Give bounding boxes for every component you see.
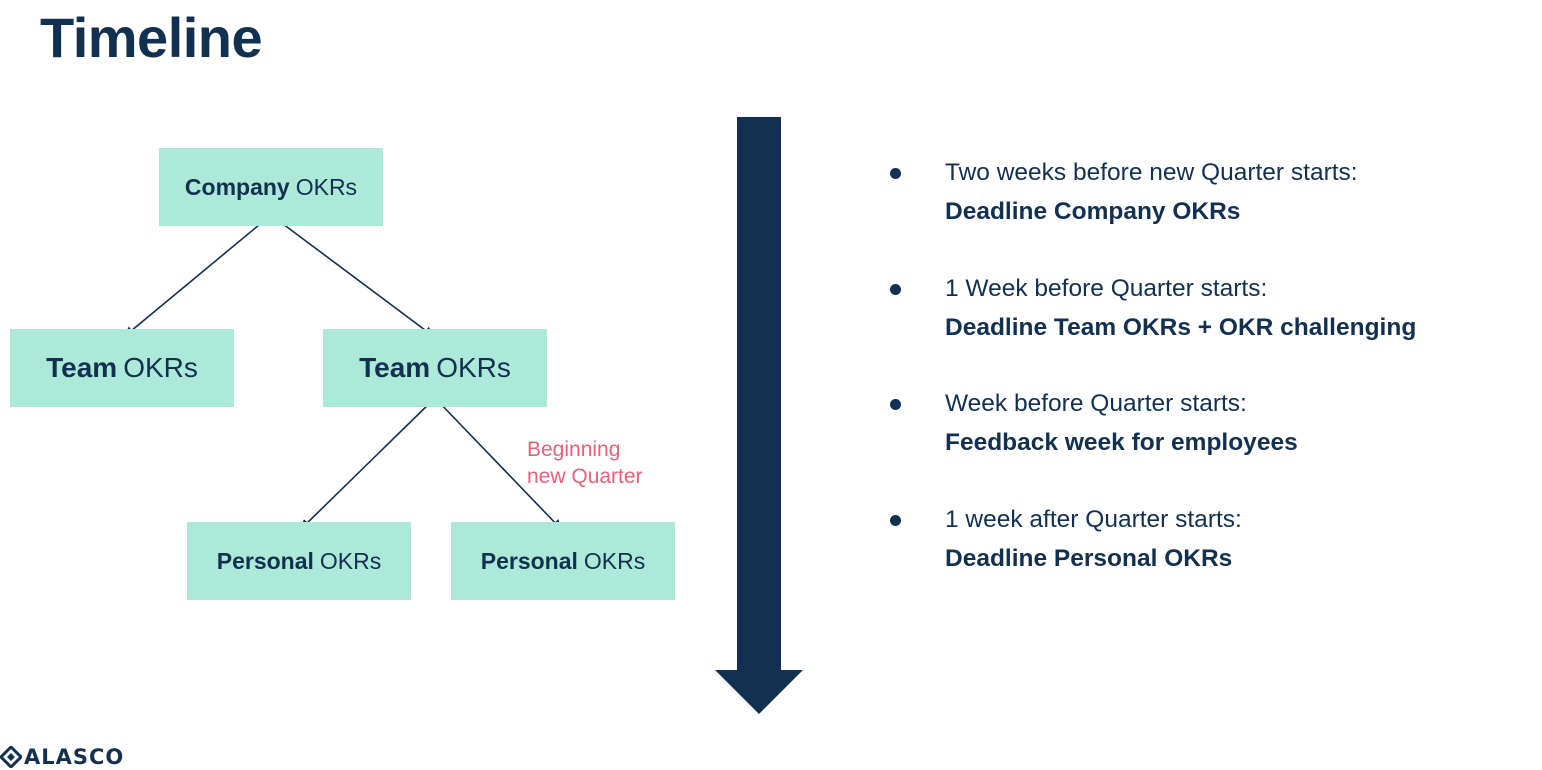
- bullet-icon: [890, 283, 901, 295]
- bullet-icon: [890, 399, 901, 410]
- node-personal-2-rest: OKRs: [583, 547, 646, 574]
- timeline-item: 1 week after Quarter starts: Deadline Pe…: [885, 500, 1525, 616]
- bullet-icon: [890, 168, 901, 179]
- node-company-rest: OKRs: [295, 173, 358, 200]
- beginning-new-quarter-label: Beginning new Quarter: [527, 436, 643, 490]
- timeline-what: Deadline Personal OKRs: [945, 544, 1233, 572]
- bullet-icon: [890, 514, 901, 526]
- timeline-when: 1 Week before Quarter starts:: [945, 274, 1268, 302]
- edge-company-team-2: [270, 214, 434, 337]
- node-personal-1-bold: Personal: [216, 547, 314, 574]
- timeline-what: Feedback week for employees: [945, 429, 1298, 456]
- edge-team-2-personal-1: [300, 397, 436, 530]
- alasco-logo-icon: [0, 746, 22, 768]
- alasco-logo: ALASCO: [0, 744, 124, 770]
- down-arrow-icon: [715, 117, 803, 714]
- node-team-1-bold: Team: [46, 352, 118, 383]
- node-personal-2-bold: Personal: [480, 547, 578, 574]
- node-team-2-rest: OKRs: [436, 352, 511, 383]
- timeline-item: Two weeks before new Quarter starts: Dea…: [885, 153, 1525, 269]
- timeline-when: Two weeks before new Quarter starts:: [945, 159, 1358, 186]
- quarter-label-line2: new Quarter: [527, 465, 643, 488]
- timeline-what: Deadline Company OKRs: [945, 198, 1241, 225]
- node-personal-1-rest: OKRs: [319, 547, 382, 574]
- node-company-bold: Company: [184, 173, 290, 200]
- node-team-2-bold: Team: [359, 352, 431, 383]
- logo-text: ALASCO: [24, 745, 125, 769]
- timeline-when: Week before Quarter starts:: [945, 390, 1247, 417]
- node-team-1-rest: OKRs: [123, 352, 198, 383]
- timeline-when: 1 week after Quarter starts:: [945, 505, 1242, 533]
- edge-company-team-1: [124, 214, 272, 337]
- page-title: Timeline: [40, 6, 263, 69]
- timeline-what: Deadline Team OKRs + OKR challenging: [945, 313, 1417, 341]
- timeline-item: 1 Week before Quarter starts: Deadline T…: [885, 269, 1525, 385]
- timeline-list: Two weeks before new Quarter starts: Dea…: [885, 153, 1525, 615]
- quarter-label-line1: Beginning: [527, 438, 621, 461]
- timeline-item: Week before Quarter starts: Feedback wee…: [885, 384, 1525, 500]
